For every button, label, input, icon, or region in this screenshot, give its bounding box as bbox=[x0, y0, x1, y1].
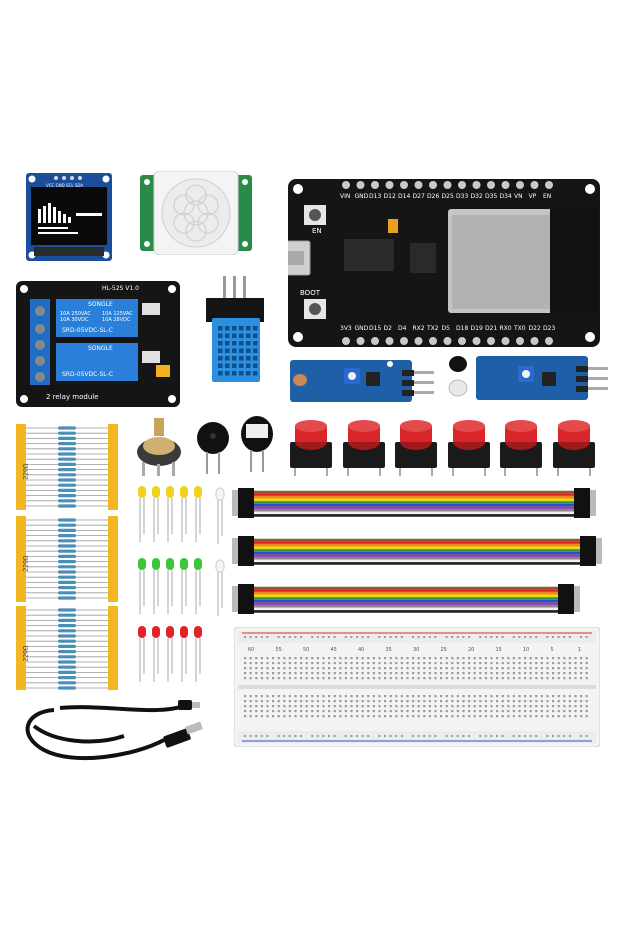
ir-sensor-module bbox=[446, 352, 610, 404]
resistor-strips: 220Ω 220Ω 220Ω bbox=[14, 424, 120, 690]
esp32-bottom-pin-label: D2 bbox=[383, 325, 392, 332]
jumper-wires bbox=[232, 488, 602, 614]
esp32-bottom-pin-label: TX2 bbox=[427, 325, 439, 332]
resistor-label-1: 220Ω bbox=[22, 463, 30, 480]
oled-display-module: VCC GND SCL SDA bbox=[26, 173, 112, 261]
dht11-sensor bbox=[204, 276, 266, 386]
esp32-bottom-pin-label: D23 bbox=[543, 325, 556, 332]
relay-rating-left: 10A 250VAC 10A 30VDC bbox=[60, 311, 91, 323]
push-button bbox=[393, 420, 439, 476]
breadboard-column-number: 5 bbox=[550, 647, 554, 653]
breadboard-column-number: 40 bbox=[358, 647, 365, 653]
esp32-top-pin-label: D27 bbox=[412, 193, 425, 200]
breadboard-column-number: 35 bbox=[385, 647, 392, 653]
relay-rating-right: 10A 125VAC 10A 28VDC bbox=[102, 311, 133, 323]
esp32-en-label: EN bbox=[312, 227, 322, 235]
pir-motion-sensor bbox=[140, 170, 252, 256]
esp32-bottom-pin-label: D5 bbox=[441, 325, 450, 332]
push-button bbox=[551, 420, 597, 476]
breadboard-column-number: 1 bbox=[578, 647, 582, 653]
push-button bbox=[446, 420, 492, 476]
relay1-model: SRD-05VDC-SL-C bbox=[62, 327, 113, 334]
esp32-top-pin-label: D33 bbox=[456, 193, 469, 200]
push-button bbox=[341, 420, 387, 476]
esp32-bottom-pin-label: D21 bbox=[485, 325, 498, 332]
relay-module: HL-52S V1.0 SONGLE SRD-05VDC-SL-C SONGLE… bbox=[16, 281, 180, 407]
relay-caption: 2 relay module bbox=[46, 393, 99, 401]
esp32-top-pin-label: EN bbox=[543, 193, 552, 200]
breadboard-column-number: 55 bbox=[275, 647, 282, 653]
esp32-bottom-pin-label: D18 bbox=[456, 325, 469, 332]
esp32-top-pin-label: VN bbox=[514, 193, 523, 200]
esp32-bottom-pin-label: TX0 bbox=[514, 325, 526, 332]
relay1-brand: SONGLE bbox=[88, 301, 113, 308]
leds bbox=[138, 486, 225, 682]
relay-board-id: HL-52S V1.0 bbox=[102, 285, 139, 292]
breadboard-column-number: 60 bbox=[248, 647, 255, 653]
esp32-bottom-pin-label: D4 bbox=[398, 325, 407, 332]
resistor-label-3: 220Ω bbox=[22, 645, 30, 662]
breadboard-column-number: 25 bbox=[440, 647, 447, 653]
push-button bbox=[498, 420, 544, 476]
esp32-top-pin-label: VP bbox=[528, 193, 537, 200]
esp32-top-pin-label: GND bbox=[354, 193, 369, 200]
esp32-top-pin-label: D26 bbox=[427, 193, 440, 200]
push-button bbox=[288, 420, 334, 476]
esp32-boot-label: BOOT bbox=[300, 289, 320, 297]
push-buttons bbox=[288, 420, 598, 476]
esp32-top-pin-label: D14 bbox=[398, 193, 411, 200]
esp32-top-pin-label: D34 bbox=[499, 193, 512, 200]
esp32-top-pin-label: D32 bbox=[470, 193, 483, 200]
esp32-top-pin-label: D13 bbox=[369, 193, 382, 200]
potentiometer bbox=[134, 418, 186, 476]
breadboard-column-number: 30 bbox=[413, 647, 420, 653]
breadboard-column-number: 15 bbox=[495, 647, 502, 653]
ldr-sensor-module bbox=[290, 354, 436, 406]
esp32-bottom-pin-label: D22 bbox=[528, 325, 541, 332]
esp32-top-pin-label: D25 bbox=[441, 193, 454, 200]
breadboard-column-number: 45 bbox=[330, 647, 337, 653]
breadboard-column-number: 50 bbox=[303, 647, 310, 653]
breadboard-column-number: 20 bbox=[468, 647, 475, 653]
resistor-label-2: 220Ω bbox=[22, 555, 30, 572]
esp32-top-pin-label: VIN bbox=[340, 193, 351, 200]
esp32-bottom-pin-label: RX0 bbox=[499, 325, 512, 332]
relay2-brand: SONGLE bbox=[88, 345, 113, 352]
esp32-top-pin-label: D35 bbox=[485, 193, 498, 200]
buzzer-passive bbox=[196, 420, 230, 474]
breadboard: 60 55 50 45 40 35 30 25 20 15 10 5 1 bbox=[233, 626, 601, 748]
esp32-bottom-pin-label: GND bbox=[354, 325, 369, 332]
esp32-bottom-pin-label: 3V3 bbox=[340, 325, 352, 332]
breadboard-column-number: 10 bbox=[523, 647, 530, 653]
oled-pin-header-label: VCC GND SCL SDA bbox=[46, 183, 84, 188]
esp32-top-pin-label: D12 bbox=[383, 193, 396, 200]
buzzer-active bbox=[240, 414, 274, 474]
relay2-model: SRD-05VDC-SL-C bbox=[62, 371, 113, 378]
esp32-bottom-pin-label: D15 bbox=[369, 325, 382, 332]
usb-cable bbox=[25, 700, 203, 761]
esp32-bottom-pin-label: RX2 bbox=[412, 325, 425, 332]
esp32-bottom-pin-label: D19 bbox=[470, 325, 483, 332]
